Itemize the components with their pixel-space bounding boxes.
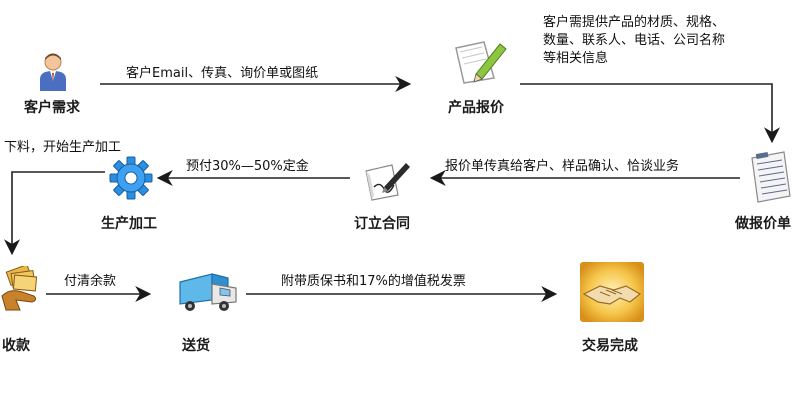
arrow-production-to-payment bbox=[4, 171, 105, 256]
node-delivery: 送货 bbox=[182, 338, 210, 354]
person-icon bbox=[40, 53, 66, 91]
form-document-icon bbox=[751, 151, 791, 203]
gear-icon bbox=[109, 156, 153, 200]
node-deal-done: 交易完成 bbox=[582, 338, 638, 354]
arrow-quote-to-sheet bbox=[520, 83, 780, 144]
quote-note-line: 客户需提供产品的材质、规格、 bbox=[543, 15, 726, 30]
node-make-quote: 做报价单 bbox=[735, 216, 791, 232]
handshake-icon bbox=[580, 262, 644, 322]
quote-note-line: 等相关信息 bbox=[543, 51, 609, 66]
edge-label-payment-to-delivery: 付清余款 bbox=[64, 274, 117, 289]
edge-label-delivery-to-done: 附带质保书和17%的增值税发票 bbox=[281, 274, 466, 289]
node-customer-request: 客户需求 bbox=[24, 100, 80, 116]
node-payment: 收款 bbox=[2, 338, 30, 354]
edge-label-production-to-payment: 下料，开始生产加工 bbox=[4, 140, 122, 155]
document-pen-icon bbox=[455, 41, 507, 84]
node-production: 生产加工 bbox=[101, 216, 157, 232]
truck-icon bbox=[179, 273, 237, 311]
node-product-quote: 产品报价 bbox=[448, 100, 504, 116]
quote-note-line: 数量、联系人、电话、公司名称 bbox=[543, 33, 726, 48]
edge-label-request-to-quote: 客户Email、传真、询价单或图纸 bbox=[126, 66, 319, 81]
node-sign-contract: 订立合同 bbox=[354, 216, 410, 232]
money-hand-icon bbox=[1, 266, 38, 311]
signature-pen-icon bbox=[365, 163, 410, 201]
edge-label-sheet-to-contract: 报价单传真给客户、样品确认、恰谈业务 bbox=[445, 159, 680, 174]
edge-label-contract-to-production: 预付30%—50%定金 bbox=[186, 159, 309, 174]
edge-label-quote-note: 客户需提供产品的材质、规格、 数量、联系人、电话、公司名称 等相关信息 bbox=[543, 14, 725, 68]
